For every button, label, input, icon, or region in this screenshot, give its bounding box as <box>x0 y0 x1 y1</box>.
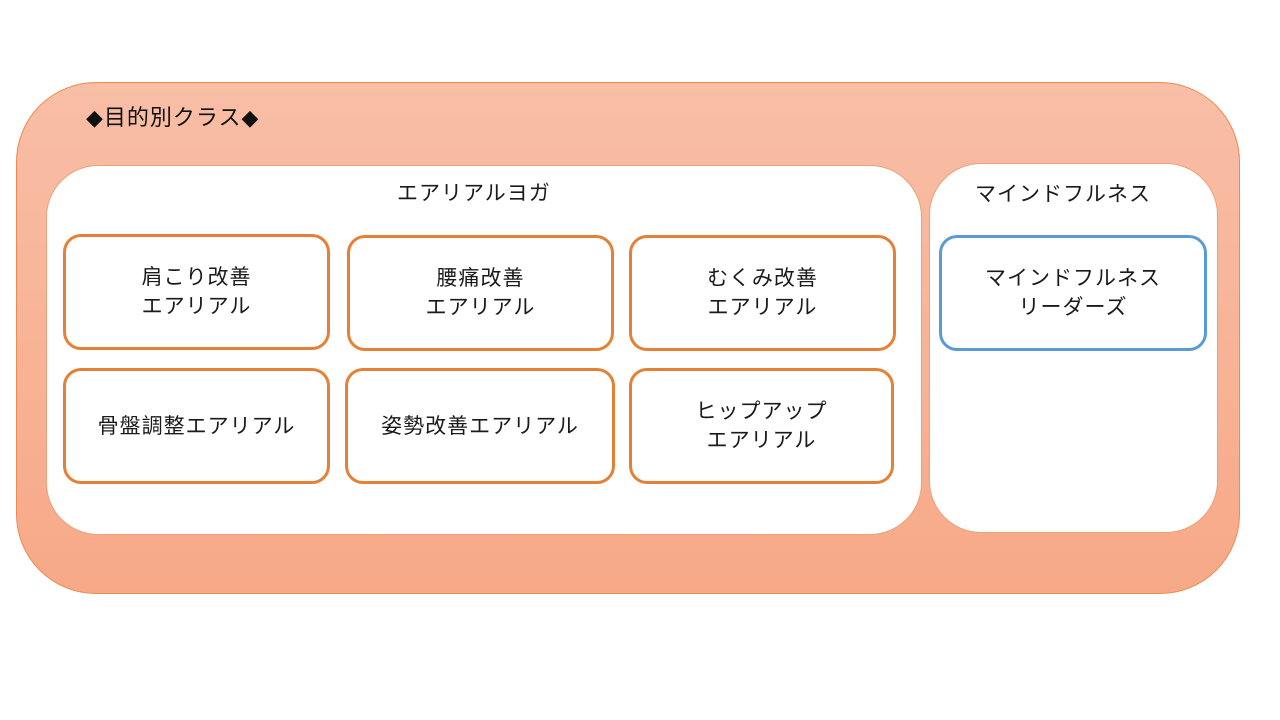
class-card-shoulder-aerial[interactable]: 肩こり改善 エアリアル <box>63 234 330 350</box>
class-card-pelvis-aerial[interactable]: 骨盤調整エアリアル <box>63 368 330 484</box>
class-card-backpain-aerial[interactable]: 腰痛改善 エアリアル <box>347 235 614 351</box>
class-card-label-line1: ヒップアップ <box>695 399 828 423</box>
class-card-hipup-aerial[interactable]: ヒップアップ エアリアル <box>629 368 894 484</box>
class-card-label-line2: エアリアル <box>425 295 536 319</box>
class-card-mindfulness-leaders[interactable]: マインドフルネス リーダーズ <box>939 235 1207 351</box>
class-card-label-line2: エアリアル <box>141 294 252 318</box>
class-card-label-line1: マインドフルネス <box>985 266 1161 290</box>
class-card-label-line1: むくみ改善 <box>707 266 818 290</box>
purpose-classes-title: ◆目的別クラス◆ <box>86 106 260 131</box>
mindfulness-title: マインドフルネス <box>975 182 1151 206</box>
class-card-label-line2: リーダーズ <box>1018 295 1128 319</box>
class-card-label-line2: エアリアル <box>707 295 818 319</box>
class-card-label-line1: 腰痛改善 <box>436 266 525 290</box>
aerial-yoga-title: エアリアルヨガ <box>397 181 551 205</box>
class-card-label-line2: エアリアル <box>706 428 817 452</box>
class-card-swelling-aerial[interactable]: むくみ改善 エアリアル <box>629 235 896 351</box>
class-card-label-line1: 肩こり改善 <box>141 265 252 289</box>
class-card-label-line1: 姿勢改善エアリアル <box>381 413 579 438</box>
class-card-label-line1: 骨盤調整エアリアル <box>97 413 296 438</box>
class-card-posture-aerial[interactable]: 姿勢改善エアリアル <box>345 368 615 484</box>
